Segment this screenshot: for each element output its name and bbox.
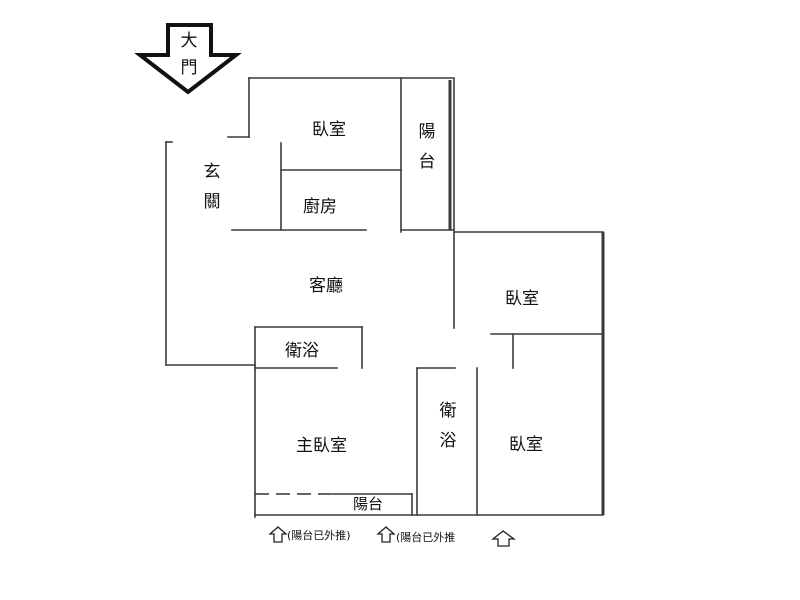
room-balcony-char: 陽 [418,122,436,142]
room-bedroom-right-lower: 臥室 [509,435,543,455]
room-master-bedroom: 主臥室 [296,436,347,456]
room-balcony-char: 台 [418,152,436,172]
entrance-char: 門 [180,58,198,78]
up-arrow-icon [268,526,288,543]
room-foyer-char: 玄 [203,162,221,182]
room-kitchen: 廚房 [303,197,337,217]
room-balcony-top: 陽 台 [417,117,437,177]
room-bedroom-top: 臥室 [312,120,346,140]
room-bathroom-char: 浴 [439,431,457,451]
walls [165,77,605,518]
up-arrow-icon [491,530,516,547]
up-arrow-icon [376,526,396,543]
entrance-arrow-icon [134,23,242,95]
room-bedroom-right-upper: 臥室 [505,289,539,309]
room-living-room: 客廳 [309,276,343,296]
room-foyer-char: 關 [203,192,221,212]
room-bathroom-center: 衛 浴 [438,396,458,456]
room-balcony-bottom: 陽台 [353,495,384,513]
room-foyer: 玄 關 [202,157,222,217]
entrance-char: 大 [180,31,198,51]
note-balcony-extended: (陽台已外推 [396,531,456,544]
note-balcony-extended: (陽台已外推) [287,529,351,542]
entrance-label: 大 門 [179,28,199,82]
room-bathroom-left: 衛浴 [285,341,319,361]
room-bathroom-char: 衛 [439,401,457,421]
